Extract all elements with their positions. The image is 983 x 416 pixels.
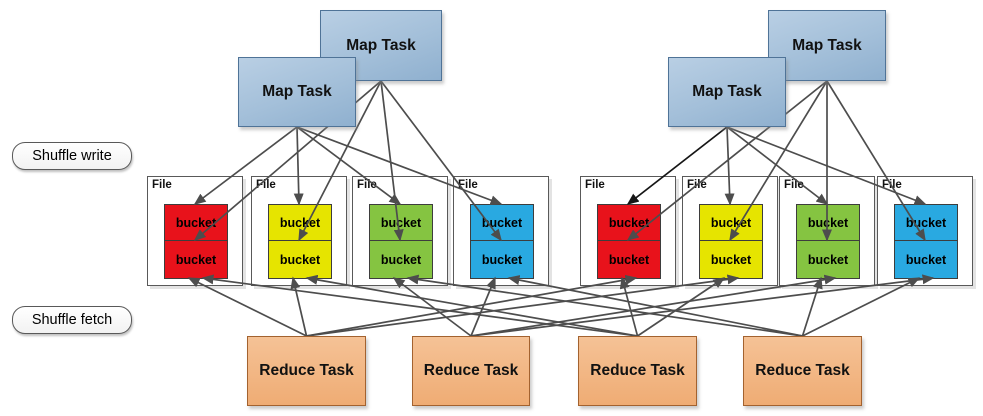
bucket: bucket: [470, 240, 534, 279]
shuffle-write-label: Shuffle write: [12, 142, 132, 170]
map-task-label: Map Task: [692, 83, 762, 100]
reduce-task-label: Reduce Task: [259, 362, 354, 379]
bucket: bucket: [699, 240, 763, 279]
bucket: bucket: [796, 240, 860, 279]
shuffle-fetch-label: Shuffle fetch: [12, 306, 132, 334]
map-task-box-3: Map Task: [668, 57, 786, 127]
file-label: File: [256, 179, 276, 191]
map-task-label: Map Task: [346, 36, 416, 54]
file-label: File: [458, 179, 478, 191]
bucket: bucket: [164, 240, 228, 279]
bucket: bucket: [164, 204, 228, 242]
file-box-7: File bucket bucket: [779, 176, 875, 286]
bucket: bucket: [894, 204, 958, 242]
file-label: File: [687, 179, 707, 191]
map-task-box-4: Map Task: [768, 10, 886, 81]
file-label: File: [784, 179, 804, 191]
map-task-box-1: Map Task: [238, 57, 356, 127]
bucket: bucket: [470, 204, 534, 242]
bucket: bucket: [894, 240, 958, 279]
reduce-task-label: Reduce Task: [590, 362, 685, 379]
shuffle-write-text: Shuffle write: [32, 148, 112, 164]
shuffle-fetch-text: Shuffle fetch: [31, 312, 113, 328]
bucket: bucket: [369, 204, 433, 242]
file-box-1: File bucket bucket: [147, 176, 243, 286]
reduce-task-label: Reduce Task: [755, 362, 850, 379]
file-label: File: [152, 179, 172, 191]
file-label: File: [882, 179, 902, 191]
file-box-6: File bucket bucket: [682, 176, 778, 286]
file-box-8: File bucket bucket: [877, 176, 973, 286]
file-box-2: File bucket bucket: [251, 176, 347, 286]
file-label: File: [585, 179, 605, 191]
bucket: bucket: [268, 204, 332, 242]
file-label: File: [357, 179, 377, 191]
bucket: bucket: [369, 240, 433, 279]
reduce-task-box-3: Reduce Task: [578, 336, 697, 406]
bucket: bucket: [597, 204, 661, 242]
file-box-4: File bucket bucket: [453, 176, 549, 286]
reduce-task-label: Reduce Task: [423, 362, 519, 379]
map-task-label: Map Task: [792, 36, 862, 54]
bucket: bucket: [699, 204, 763, 242]
reduce-task-box-4: Reduce Task: [743, 336, 862, 406]
bucket: bucket: [268, 240, 332, 279]
reduce-task-box-1: Reduce Task: [247, 336, 366, 406]
file-box-3: File bucket bucket: [352, 176, 448, 286]
bucket: bucket: [597, 240, 661, 279]
reduce-task-box-2: Reduce Task: [412, 336, 530, 406]
file-box-5: File bucket bucket: [580, 176, 676, 286]
map-task-label: Map Task: [262, 83, 332, 100]
bucket: bucket: [796, 204, 860, 242]
